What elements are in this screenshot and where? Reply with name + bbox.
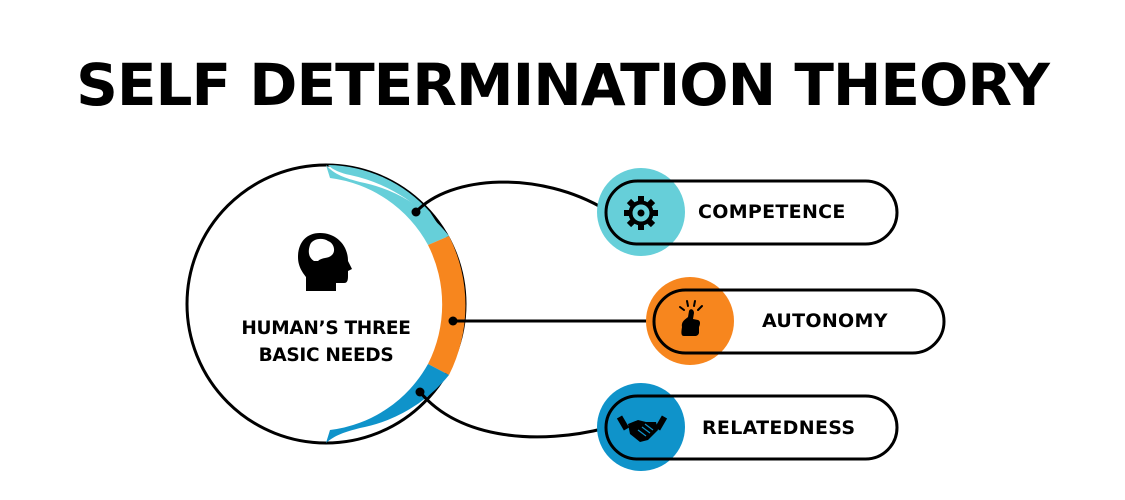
relatedness-label: RELATEDNESS [702,417,856,439]
competence-label: COMPETENCE [698,201,846,223]
autonomy-label: AUTONOMY [762,310,888,332]
center-label-line1: HUMAN’S THREE [241,318,411,339]
diagram-title: SELF DETERMINATION THEORY [76,51,1050,119]
connector-dot-competence [411,207,421,217]
arc-competence-band [326,165,449,245]
autonomy-pill [652,288,946,355]
connector-relatedness [418,391,607,439]
center-label: HUMAN’S THREE BASIC NEEDS [206,315,446,369]
gear-icon [624,196,658,230]
center-label-line2: BASIC NEEDS [258,345,394,366]
arc-relatedness [326,364,449,443]
thumbs-up-icon [679,300,703,336]
handshake-icon [616,415,668,442]
connector-dot-relatedness [415,387,425,397]
competence-pill [604,179,899,246]
relatedness-pill [604,394,899,461]
connector-dot-autonomy [448,316,458,326]
arc-competence [328,165,448,240]
head-brain-icon [298,233,352,291]
arc-autonomy [428,236,466,375]
connector-competence [414,180,607,214]
